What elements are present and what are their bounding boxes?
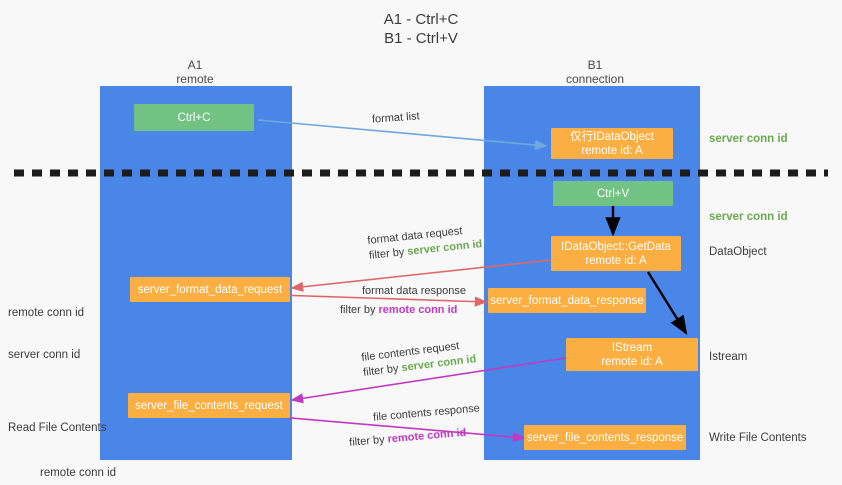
lane-header-a1: A1 remote	[176, 58, 214, 86]
box-file-contents-response-label: server_file_contents_response	[526, 431, 684, 444]
box-ctrl-c-label: Ctrl+C	[177, 111, 211, 124]
box-istream[interactable]: IStream remote id: A	[566, 338, 698, 371]
box-format-data-response-label: server_format_data_response	[490, 294, 644, 307]
box-first-data-object[interactable]: 仅行IDataObject remote id: A	[551, 128, 673, 159]
box-istream-line2: remote id: A	[601, 355, 663, 368]
edge-label-format-data-response-text: format data response	[362, 285, 466, 297]
filter-prefix: filter by	[362, 362, 403, 379]
box-first-data-object-line1: 仅行IDataObject	[570, 130, 654, 143]
edge-label-format-data-response: format data response filter by remote co…	[340, 284, 466, 318]
filter-prefix: filter by	[348, 433, 389, 449]
filter-value-remote-conn-id: remote conn id	[378, 304, 458, 316]
edge-label-format-list-text: format list	[371, 110, 421, 126]
annotation-right-write-file-contents: Write File Contents	[709, 432, 807, 444]
box-ctrl-c[interactable]: Ctrl+C	[134, 104, 254, 131]
edge-label-file-contents-response: file contents response filter by remote …	[349, 401, 483, 448]
box-format-data-response[interactable]: server_format_data_response	[488, 288, 646, 313]
page-title: A1 - Ctrl+C B1 - Ctrl+V	[383, 11, 459, 47]
annotation-right-data-object: DataObject	[709, 246, 767, 258]
filter-prefix: filter by	[340, 304, 379, 316]
annotation-read-file-contents: Read File Contents remote conn id server…	[8, 393, 116, 485]
edge-label-format-list: format list	[372, 109, 421, 127]
box-get-data[interactable]: IDataObject::GetData remote id: A	[551, 236, 681, 271]
box-format-data-request-label: server_format_data_request	[137, 283, 283, 296]
box-file-contents-request[interactable]: server_file_contents_request	[128, 393, 290, 418]
filter-value-remote-conn-id: remote conn id	[387, 426, 467, 446]
box-get-data-line2: remote id: A	[585, 254, 647, 267]
annotation-read-file-contents-heading: Read File Contents	[8, 422, 107, 434]
annotation-remote-conn-id: remote conn id	[40, 467, 117, 479]
box-istream-line1: IStream	[611, 341, 653, 354]
edge-label-format-data-response-filter: filter by remote conn id	[340, 303, 466, 318]
box-ctrl-v[interactable]: Ctrl+V	[553, 181, 673, 206]
box-file-contents-request-label: server_file_contents_request	[135, 399, 283, 412]
box-first-data-object-line2: remote id: A	[581, 144, 643, 157]
annotation-right-server-conn-id-2: server conn id	[709, 211, 788, 223]
annotation-right-istream: Istream	[709, 351, 748, 363]
edge-label-format-data-request: format data request filter by server con…	[367, 222, 483, 264]
annotation-left-conn-ids: remote conn id server conn id	[8, 278, 84, 390]
edge-label-file-contents-response-filter: filter by remote conn id	[349, 424, 483, 451]
box-ctrl-v-label: Ctrl+V	[596, 187, 630, 200]
filter-prefix: filter by	[368, 245, 408, 262]
annotation-remote-conn-id: remote conn id	[8, 307, 85, 319]
box-get-data-line1: IDataObject::GetData	[561, 240, 671, 253]
box-format-data-request[interactable]: server_format_data_request	[130, 277, 290, 302]
annotation-server-conn-id: server conn id	[8, 349, 81, 361]
lane-header-b1: B1 connection	[565, 58, 625, 86]
edge-label-file-contents-response-text: file contents response	[372, 402, 481, 424]
annotation-right-server-conn-id-1: server conn id	[709, 133, 788, 145]
edge-label-file-contents-request: file contents request filter by server c…	[361, 337, 478, 381]
box-file-contents-response[interactable]: server_file_contents_response	[524, 425, 686, 450]
